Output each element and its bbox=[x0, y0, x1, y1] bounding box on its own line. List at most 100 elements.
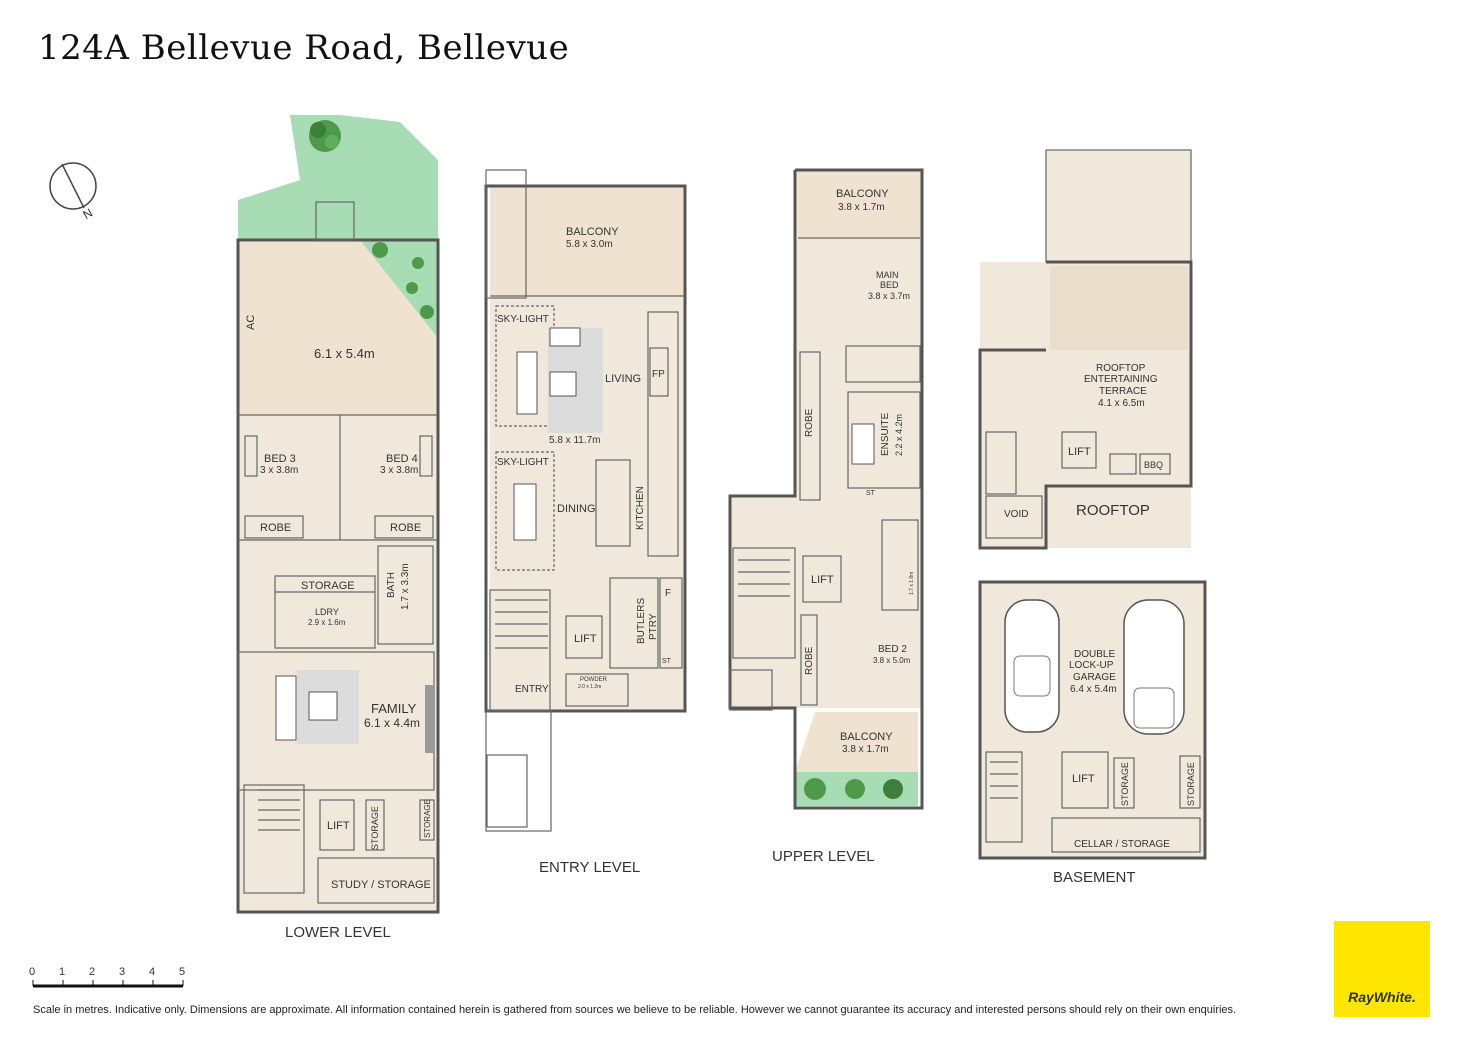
lower-level-plan: AC 6.1 x 5.4m BED 3 3 x 3.8m BED 4 3 x 3… bbox=[236, 115, 440, 941]
entry-balcony bbox=[490, 186, 685, 296]
ldry-label: LDRY bbox=[315, 607, 339, 617]
lower-storage-2 bbox=[419, 799, 435, 841]
upper-lift bbox=[802, 555, 842, 603]
compass-icon: N bbox=[49, 162, 97, 222]
upper-robe-2 bbox=[800, 614, 818, 706]
bbq-grill-icon bbox=[1109, 453, 1137, 475]
rooftop-stairs bbox=[985, 431, 1017, 495]
dining-label: DINING bbox=[557, 503, 596, 515]
garden-stairs bbox=[315, 201, 355, 241]
powder-room bbox=[565, 673, 629, 707]
fridge-label: F bbox=[665, 588, 671, 599]
kitchen-label: KITCHEN bbox=[635, 486, 646, 530]
upper-balcony-top bbox=[798, 172, 920, 238]
entry-stairs bbox=[489, 589, 551, 711]
rooftop-level-label: ROOFTOP bbox=[1076, 502, 1150, 519]
living-sofa bbox=[516, 351, 538, 415]
upper-robe2-label: ROBE bbox=[804, 646, 815, 675]
basement-lift-label: LIFT bbox=[1072, 773, 1095, 785]
skylight2-label: SKY-LIGHT bbox=[497, 457, 549, 468]
powder-dim: 2.0 x 1.2m bbox=[578, 684, 601, 690]
entry-level-plan: BALCONY 5.8 x 3.0m SKY-LIGHT LIVING FP 5… bbox=[484, 169, 687, 876]
ldry-dim: 2.9 x 1.6m bbox=[308, 618, 346, 627]
entry-balcony-dim: 5.8 x 3.0m bbox=[566, 239, 613, 250]
scale-tick-1: 1 bbox=[59, 966, 65, 978]
living-label: LIVING bbox=[605, 373, 641, 385]
ensuite-label: ENSUITE bbox=[880, 412, 891, 456]
rooftop-dim: 4.1 x 6.5m bbox=[1098, 398, 1145, 409]
tree-icon bbox=[309, 120, 341, 152]
upper-balcony1-label: BALCONY bbox=[836, 188, 889, 200]
lower-stairs bbox=[243, 784, 305, 894]
upper-level-label: UPPER LEVEL bbox=[772, 848, 875, 865]
kitchen-island bbox=[595, 459, 631, 547]
basement-storage1-label: STORAGE bbox=[1120, 762, 1130, 806]
storage-laundry bbox=[274, 575, 376, 649]
skylight1-label: SKY-LIGHT bbox=[497, 314, 549, 325]
bed4-label: BED 4 bbox=[386, 453, 418, 465]
skylight-2 bbox=[495, 451, 555, 571]
main-bed-label2: BED bbox=[880, 280, 899, 290]
lower-storage-1 bbox=[365, 799, 385, 851]
compass-label: N bbox=[81, 206, 96, 222]
upper-bath-dim: 1.7 x 1.8m bbox=[909, 572, 915, 595]
entry-balcony-label: BALCONY bbox=[566, 226, 619, 238]
ensuite bbox=[847, 391, 921, 489]
garage-label1: DOUBLE bbox=[1074, 649, 1115, 660]
entry-level-label: ENTRY LEVEL bbox=[539, 859, 640, 876]
cellar-storage bbox=[1051, 817, 1201, 853]
butlers-pantry bbox=[609, 577, 659, 669]
basement-storage-1 bbox=[1113, 757, 1135, 809]
page-title: 124A Bellevue Road, Bellevue bbox=[38, 28, 570, 68]
upper-st-label: ST bbox=[866, 490, 876, 497]
bbq-label: BBQ bbox=[1144, 460, 1163, 470]
rooftop-label2: ENTERTAINING bbox=[1084, 374, 1158, 385]
cellar-label: CELLAR / STORAGE bbox=[1074, 839, 1170, 850]
void-label: VOID bbox=[1004, 509, 1028, 520]
roof-top-block bbox=[1046, 150, 1191, 262]
bed2-label: BED 2 bbox=[878, 644, 907, 655]
entry-lift bbox=[565, 615, 603, 659]
ptry-label: PTRY bbox=[648, 613, 659, 640]
basement-plan: DOUBLE LOCK-UP GARAGE 6.4 x 5.4m LIFT ST… bbox=[978, 580, 1207, 886]
basement-lift bbox=[1061, 751, 1109, 809]
car-icon bbox=[1004, 599, 1060, 733]
scale-tick-4: 4 bbox=[149, 966, 155, 978]
lower-storage1-label: STORAGE bbox=[370, 806, 380, 850]
logo-text: RayWhite. bbox=[1348, 989, 1416, 1005]
upper-balcony2-dim: 3.8 x 1.7m bbox=[842, 744, 889, 755]
lower-deck-dim: 6.1 x 5.4m bbox=[314, 346, 375, 361]
basement-storage2-label: STORAGE bbox=[1186, 762, 1196, 806]
dining-table bbox=[513, 483, 537, 541]
basement-stairs bbox=[985, 751, 1023, 843]
disclaimer-text: Scale in metres. Indicative only. Dimens… bbox=[33, 1004, 1237, 1016]
bed2-dim: 3.8 x 5.0m bbox=[873, 656, 911, 665]
upper-lift-label: LIFT bbox=[811, 574, 834, 586]
upper-balcony2-label: BALCONY bbox=[840, 731, 893, 743]
upper-balcony1-dim: 3.8 x 1.7m bbox=[838, 202, 885, 213]
garage-label2: LOCK-UP bbox=[1069, 660, 1114, 671]
basement-level-label: BASEMENT bbox=[1053, 869, 1136, 886]
powder-label: POWDER bbox=[580, 677, 608, 683]
entry-label: ENTRY bbox=[515, 684, 549, 695]
bathtub-icon bbox=[851, 423, 875, 465]
robe4-label: ROBE bbox=[390, 522, 421, 534]
entry-bottom-stairs bbox=[486, 754, 528, 828]
family-sofa bbox=[275, 675, 297, 741]
void bbox=[985, 495, 1043, 539]
entry-top-stairs bbox=[485, 169, 527, 299]
rooftop-label3: TERRACE bbox=[1099, 386, 1147, 397]
ensuite-dim: 2.2 x 4.2m bbox=[894, 414, 904, 456]
raywhite-logo: RayWhite. bbox=[1334, 921, 1430, 1017]
rooftop-label1: ROOFTOP bbox=[1096, 363, 1146, 374]
garden bbox=[238, 115, 438, 240]
rooftop-lift bbox=[1061, 431, 1097, 469]
kitchen-bench bbox=[647, 311, 679, 557]
basement-storage-2 bbox=[1179, 755, 1201, 809]
bed3-dim: 3 x 3.8m bbox=[260, 465, 298, 476]
ac-label: AC bbox=[245, 315, 257, 330]
scale-tick-3: 3 bbox=[119, 966, 125, 978]
upper-balcony-bottom bbox=[795, 712, 918, 772]
garage-dim: 6.4 x 5.4m bbox=[1070, 684, 1117, 695]
robe3-label: ROBE bbox=[260, 522, 291, 534]
